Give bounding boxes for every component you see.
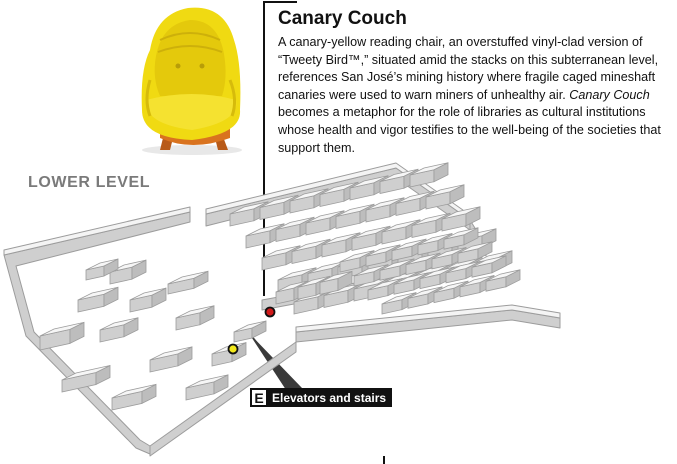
elevators-legend: E Elevators and stairs — [250, 388, 393, 407]
book-stacks — [229, 162, 521, 315]
description-emphasis: Canary Couch — [569, 87, 650, 102]
lower-level-floor-plan — [3, 162, 561, 457]
exhibit-description: A canary-yellow reading chair, an overst… — [278, 34, 674, 157]
legend-letter: E — [252, 390, 266, 406]
elevator-marker — [227, 343, 239, 355]
canary-couch-marker — [264, 306, 276, 318]
legend-label: Elevators and stairs — [272, 390, 387, 405]
description-text-continued: becomes a metaphor for the role of libra… — [278, 105, 661, 155]
description-text: A canary-yellow reading chair, an overst… — [278, 35, 659, 102]
exhibit-title: Canary Couch — [278, 8, 407, 29]
level-label: LOWER LEVEL — [28, 174, 151, 191]
left-wing-rooms — [39, 258, 267, 411]
canary-couch-photo — [141, 7, 242, 155]
